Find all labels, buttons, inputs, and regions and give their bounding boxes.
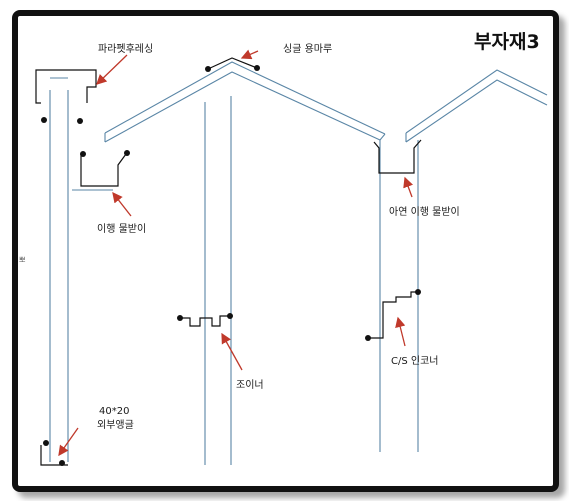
center-post [204, 96, 232, 465]
callout-arrows [58, 49, 414, 457]
parapet-flashing [35, 69, 130, 187]
roof-left-slope [104, 61, 386, 143]
label-gutter-left: 이행 물받이 [97, 223, 146, 235]
label-size: 40*20 [99, 406, 129, 417]
label-zinc-gutter: 아연 이행 물받이 [389, 206, 460, 218]
cs-inner-corner [365, 289, 421, 341]
ridge-cap [205, 57, 260, 72]
right-post [379, 140, 419, 452]
label-ridge-cap: 싱글 용마루 [283, 43, 332, 55]
zinc-gutter [373, 139, 422, 174]
roof-right-slope [405, 69, 548, 143]
label-side-mark: 뽀 [19, 256, 26, 264]
left-wall [49, 77, 113, 462]
outer-angle [40, 440, 68, 466]
diagram-title: 부자재3 [474, 31, 540, 53]
label-cs-corner: C/S 인코너 [391, 355, 438, 367]
label-parapet-flashing: 파라펫후레싱 [98, 43, 153, 55]
label-outer-angle: 외부앵글 [97, 419, 134, 431]
joiner-flashing [177, 313, 233, 327]
label-joiner: 조이너 [236, 379, 264, 391]
